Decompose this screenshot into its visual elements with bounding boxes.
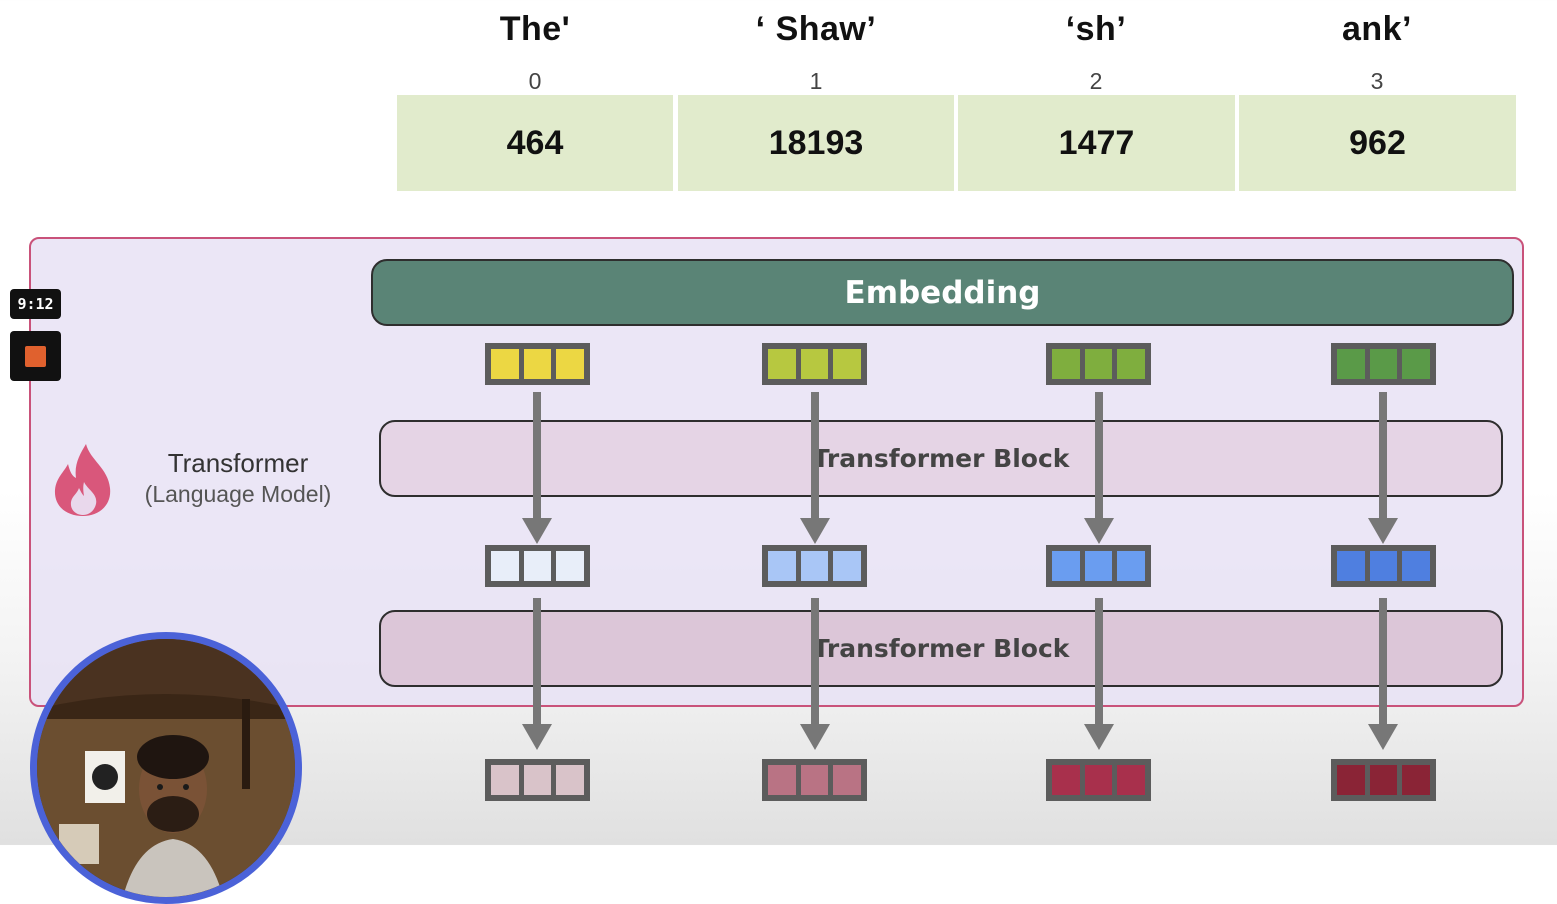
- vector-cell: [768, 349, 796, 379]
- arrow-head: [1368, 518, 1398, 544]
- arrow-head: [1368, 724, 1398, 750]
- block1-output-vector: [1046, 545, 1151, 587]
- block1-output-vector: [485, 545, 590, 587]
- vector-cell: [1052, 551, 1080, 581]
- vector-cell: [1402, 551, 1431, 581]
- embedding-vector: [762, 343, 867, 385]
- embedding-layer: Embedding: [371, 259, 1514, 326]
- flow-arrow: [811, 598, 819, 726]
- flow-arrow: [1095, 598, 1103, 726]
- flame-icon: [54, 444, 111, 516]
- vector-cell: [556, 551, 585, 581]
- embedding-vector: [1331, 343, 1436, 385]
- vector-cell: [556, 349, 585, 379]
- token-label: ‘ Shaw’: [755, 10, 877, 48]
- block2-output-vector: [762, 759, 867, 801]
- arrow-head: [522, 724, 552, 750]
- arrow-head: [1084, 518, 1114, 544]
- record-stop-button[interactable]: [10, 331, 61, 381]
- block2-output-vector: [1046, 759, 1151, 801]
- vector-cell: [1084, 551, 1113, 581]
- vector-cell: [1052, 765, 1080, 795]
- record-stop-icon: [25, 345, 46, 367]
- embedding-vector: [485, 343, 590, 385]
- token-index: 1: [809, 68, 823, 94]
- vector-cell: [1337, 349, 1365, 379]
- vector-cell: [1084, 765, 1113, 795]
- block1-output-vector: [762, 545, 867, 587]
- arrow-head: [800, 724, 830, 750]
- token-id-cell: 18193: [678, 95, 954, 191]
- webcam-image: [37, 639, 295, 897]
- vector-cell: [1052, 349, 1080, 379]
- vector-cell: [1117, 765, 1146, 795]
- arrow-head: [800, 518, 830, 544]
- vector-cell: [800, 765, 829, 795]
- vector-cell: [556, 765, 585, 795]
- arrow-head: [522, 518, 552, 544]
- vector-cell: [1337, 551, 1365, 581]
- vector-cell: [523, 551, 552, 581]
- transformer-block-1: Transformer Block: [379, 420, 1503, 497]
- embedding-vector: [1046, 343, 1151, 385]
- vector-cell: [833, 765, 862, 795]
- flow-arrow: [1379, 598, 1387, 726]
- model-label-subtitle: (Language Model): [144, 481, 332, 507]
- vector-cell: [523, 349, 552, 379]
- vector-cell: [1369, 765, 1398, 795]
- vector-cell: [833, 551, 862, 581]
- vector-cell: [1117, 349, 1146, 379]
- flow-arrow: [811, 392, 819, 520]
- token-id-cell: 962: [1239, 95, 1516, 191]
- token-index: 0: [528, 68, 542, 94]
- token-id-cell: 1477: [958, 95, 1235, 191]
- token-index: 2: [1089, 68, 1103, 94]
- webcam-feed: [30, 632, 302, 904]
- token-label: ‘sh’: [1065, 10, 1127, 48]
- vector-cell: [491, 551, 519, 581]
- vector-cell: [1402, 765, 1431, 795]
- vector-cell: [523, 765, 552, 795]
- token-index: 3: [1370, 68, 1384, 94]
- vector-cell: [1084, 349, 1113, 379]
- token-label: ank’: [1341, 10, 1413, 48]
- vector-cell: [833, 349, 862, 379]
- transformer-block-2: Transformer Block: [379, 610, 1503, 687]
- vector-cell: [768, 765, 796, 795]
- vector-cell: [768, 551, 796, 581]
- block1-output-vector: [1331, 545, 1436, 587]
- vector-cell: [800, 551, 829, 581]
- vector-cell: [1369, 349, 1398, 379]
- flow-arrow: [1379, 392, 1387, 520]
- block2-output-vector: [1331, 759, 1436, 801]
- vector-cell: [491, 765, 519, 795]
- arrow-head: [1084, 724, 1114, 750]
- vector-cell: [1402, 349, 1431, 379]
- flow-arrow: [533, 392, 541, 520]
- vector-cell: [1337, 765, 1365, 795]
- vector-cell: [1117, 551, 1146, 581]
- flow-arrow: [1095, 392, 1103, 520]
- token-id-cell: 464: [397, 95, 673, 191]
- vector-cell: [1369, 551, 1398, 581]
- video-timestamp: 9:12: [10, 289, 61, 319]
- token-label: The': [499, 10, 571, 48]
- vector-cell: [491, 349, 519, 379]
- vector-cell: [800, 349, 829, 379]
- model-label-title: Transformer: [167, 448, 309, 478]
- block2-output-vector: [485, 759, 590, 801]
- flow-arrow: [533, 598, 541, 726]
